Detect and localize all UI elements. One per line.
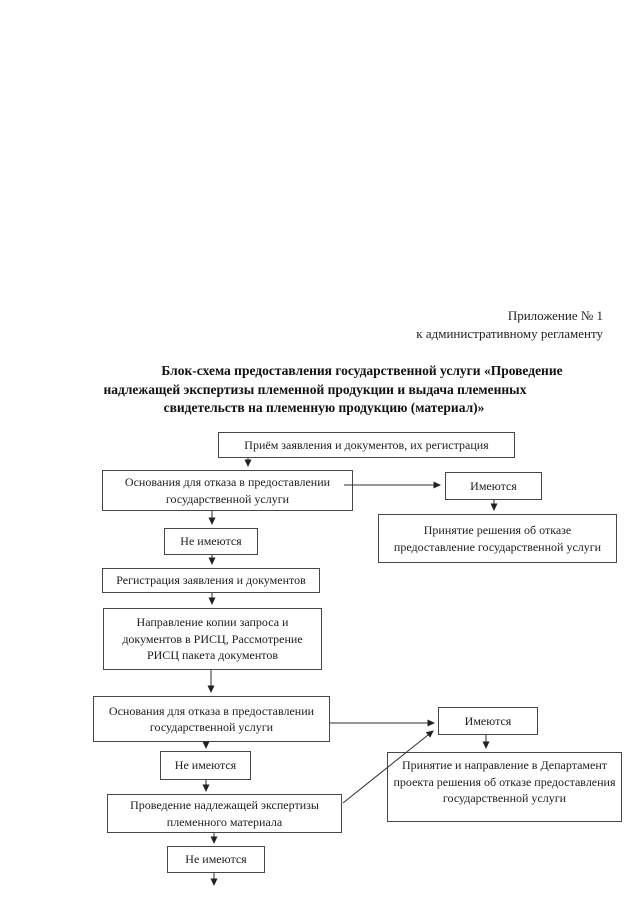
title-line-1: Блок-схема предоставления государственно… — [161, 363, 563, 378]
document-title: Блок-схема предоставления государственно… — [0, 362, 640, 418]
title-line-2: надлежащей экспертизы племенной продукци… — [103, 381, 527, 397]
appendix-line-2: к административному регламенту — [416, 326, 603, 341]
flow-node-reception: Приём заявления и документов, их регистр… — [218, 432, 515, 458]
appendix-reference: Приложение № 1 к административному регла… — [416, 307, 603, 343]
flow-node-not-have-2: Не имеются — [160, 751, 251, 780]
flow-node-not-have-3: Не имеются — [167, 846, 265, 873]
flow-node-have-1: Имеются — [445, 472, 542, 500]
flow-node-refusal-decision: Принятие решения об отказе предоставлени… — [378, 514, 617, 563]
flow-node-department-draft: Принятие и направление в Департамент про… — [387, 752, 622, 822]
flow-node-refusal-grounds-2: Основания для отказа в предоставлении го… — [93, 696, 330, 742]
title-line-3: свидетельств на племенную продукцию (мат… — [163, 400, 485, 415]
appendix-line-1: Приложение № 1 — [507, 308, 603, 323]
flow-node-have-2: Имеются — [438, 707, 538, 735]
flow-node-registration: Регистрация заявления и документов — [102, 568, 320, 593]
flow-node-refusal-grounds-1: Основания для отказа в предоставлении го… — [102, 470, 353, 511]
flow-node-expertise: Проведение надлежащей экспертизы племенн… — [107, 794, 342, 833]
flow-node-risc-review: Направление копии запроса и документов в… — [103, 608, 322, 670]
flow-node-not-have-1: Не имеются — [164, 528, 258, 555]
